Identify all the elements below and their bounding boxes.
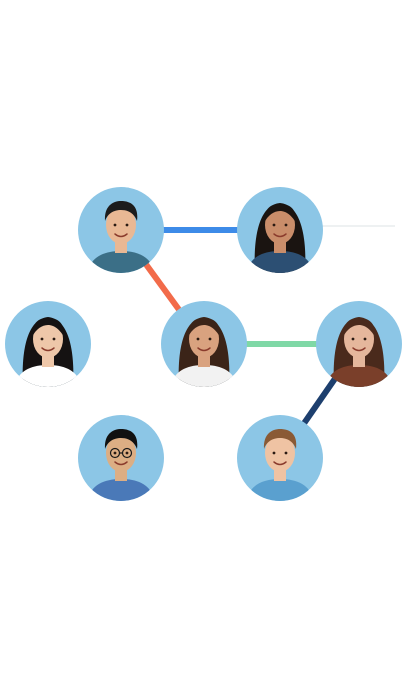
- avatar-man-top-left: [78, 187, 164, 273]
- avatar-woman-top-right: [237, 187, 323, 273]
- portrait-icon: [247, 203, 313, 273]
- avatar-man-glasses-bottom-left: [78, 415, 164, 501]
- portrait-icon: [171, 317, 237, 387]
- avatar-woman-center: [161, 301, 247, 387]
- portrait-icon: [15, 317, 81, 387]
- portrait-icon: [88, 429, 154, 501]
- avatar-woman-right: [316, 301, 402, 387]
- avatar-woman-left: [5, 301, 91, 387]
- avatar-man-bottom-right: [237, 415, 323, 501]
- portrait-icon: [247, 429, 313, 501]
- portrait-icon: [326, 317, 392, 387]
- portrait-icon: [88, 201, 154, 273]
